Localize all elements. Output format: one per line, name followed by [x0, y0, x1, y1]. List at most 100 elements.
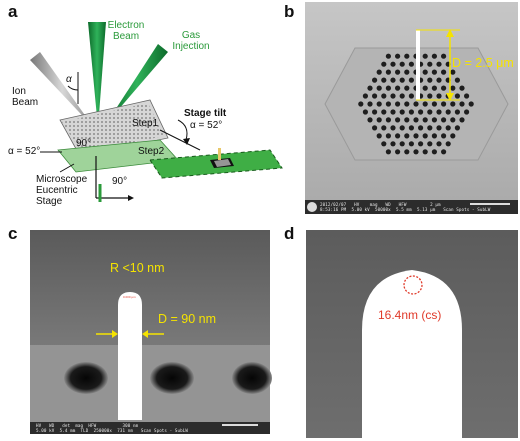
air-hole: [441, 101, 447, 107]
air-hole: [408, 125, 414, 131]
air-hole: [381, 77, 387, 83]
air-hole: [399, 61, 405, 67]
air-hole: [408, 141, 414, 147]
air-hole: [427, 61, 433, 67]
step2-label: Step2: [138, 146, 165, 157]
air-hole: [441, 149, 447, 155]
air-hole: [427, 125, 433, 131]
air-hole: [450, 133, 456, 139]
tip-curvature-label: 16.4nm (cs): [378, 308, 442, 322]
air-hole: [459, 101, 465, 107]
air-hole: [422, 85, 428, 91]
ion-beam-cone: [30, 52, 94, 128]
air-hole: [431, 101, 437, 107]
air-hole: [436, 125, 442, 131]
air-hole: [385, 53, 391, 59]
air-hole: [413, 149, 419, 155]
air-hole: [381, 61, 387, 67]
air-hole: [381, 125, 387, 131]
stage-tilt-value: α = 52°: [190, 120, 223, 131]
air-hole: [376, 69, 382, 75]
air-hole: [381, 93, 387, 99]
air-hole: [395, 69, 401, 75]
electron-beam-cone: [88, 22, 106, 128]
air-hole: [404, 101, 410, 107]
air-hole: [464, 93, 470, 99]
angle-90-bottom: 90°: [112, 176, 128, 187]
air-hole: [454, 77, 460, 83]
air-hole: [404, 69, 410, 75]
air-hole: [372, 109, 378, 115]
stage-tilt-label: Stage tilt: [184, 108, 227, 119]
air-hole: [399, 141, 405, 147]
air-hole: [395, 133, 401, 139]
air-hole: [390, 141, 396, 147]
air-hole: [372, 125, 378, 131]
microscope-label-3: Stage: [36, 196, 63, 207]
air-hole: [441, 85, 447, 91]
air-hole: [454, 109, 460, 115]
air-hole: [404, 117, 410, 123]
air-hole: [431, 53, 437, 59]
air-hole: [427, 77, 433, 83]
air-hole: [436, 61, 442, 67]
air-hole: [422, 149, 428, 155]
air-hole: [431, 85, 437, 91]
air-hole: [454, 93, 460, 99]
air-hole: [362, 93, 368, 99]
angle-90-top: 90°: [76, 138, 92, 149]
nanowire: [118, 292, 142, 420]
air-hole: [358, 101, 364, 107]
air-hole: [441, 53, 447, 59]
air-hole: [385, 69, 391, 75]
air-hole: [450, 69, 456, 75]
air-hole: [376, 85, 382, 91]
air-holes: [358, 53, 474, 155]
air-hole: [413, 133, 419, 139]
air-hole: [385, 117, 391, 123]
air-hole: [436, 77, 442, 83]
air-hole: [445, 125, 451, 131]
wire-diameter-label: D = 90 nm: [158, 312, 217, 326]
air-hole: [372, 93, 378, 99]
air-hole: [436, 93, 442, 99]
air-hole: [395, 85, 401, 91]
air-hole: [395, 149, 401, 155]
air-hole: [422, 117, 428, 123]
air-hole: [418, 141, 424, 147]
air-hole: [390, 61, 396, 67]
air-hole: [454, 125, 460, 131]
air-hole: [427, 109, 433, 115]
air-hole: [445, 109, 451, 115]
tip-radius-label: R <10 nm: [110, 261, 165, 275]
air-hole: [385, 101, 391, 107]
air-hole: [427, 141, 433, 147]
air-hole: [395, 53, 401, 59]
air-hole: [431, 69, 437, 75]
panel-letter-b: b: [284, 2, 295, 21]
air-hole: [404, 85, 410, 91]
air-hole: [441, 117, 447, 123]
air-hole: [413, 101, 419, 107]
pitch-measurement-label: D = 2.5 μm: [452, 56, 514, 70]
air-hole: [450, 117, 456, 123]
air-hole: [381, 141, 387, 147]
air-hole: [436, 109, 442, 115]
air-hole: [464, 109, 470, 115]
panel-letter-d: d: [284, 224, 295, 243]
air-hole: [441, 69, 447, 75]
air-hole: [436, 141, 442, 147]
electron-beam-label: Electron Beam: [107, 20, 145, 42]
air-hole: [450, 101, 456, 107]
air-hole: [385, 85, 391, 91]
air-hole: [468, 101, 474, 107]
air-hole: [408, 61, 414, 67]
air-hole: [422, 101, 428, 107]
air-hole: [431, 117, 437, 123]
air-hole: [372, 77, 378, 83]
microscope-label-2: Eucentric: [36, 185, 78, 196]
air-hole: [395, 101, 401, 107]
panel-letter-a: a: [8, 2, 18, 21]
